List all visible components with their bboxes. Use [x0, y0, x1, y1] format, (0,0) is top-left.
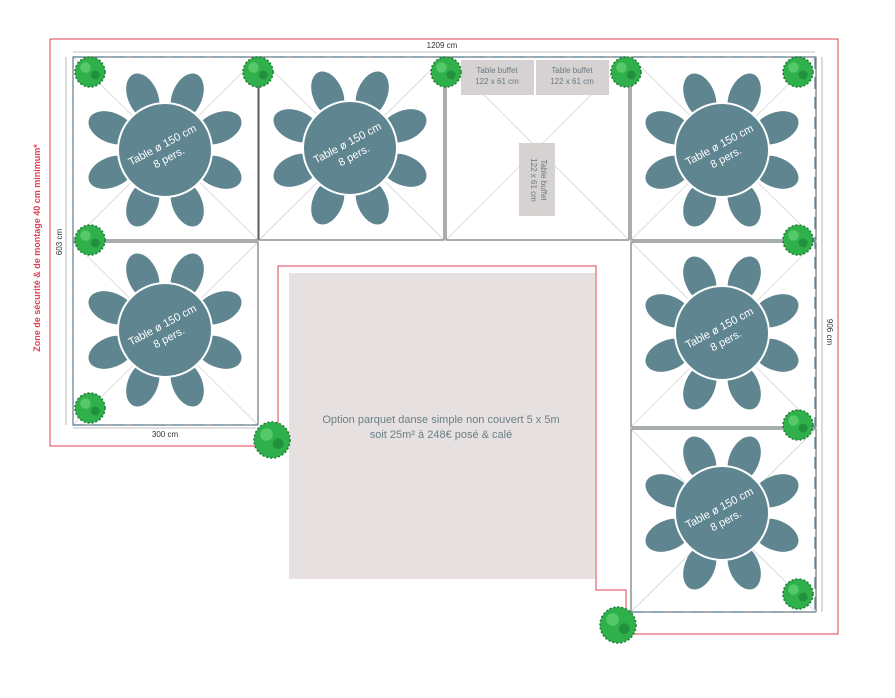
plant-icon — [782, 56, 814, 88]
plant-icon — [599, 606, 637, 644]
plant-icon — [74, 56, 106, 88]
buffet-label-line1: Table buffet — [551, 66, 593, 75]
dance-floor — [289, 273, 595, 579]
dance-floor-label-line2: soit 25m² à 248€ posé & calé — [370, 429, 512, 441]
buffet-label-line2: 122 x 61 cm — [475, 77, 519, 86]
plant-icon — [74, 224, 106, 256]
round-table-group: Table ø 150 cm8 pers. — [645, 73, 799, 227]
plant-icon — [430, 56, 462, 88]
round-table-group: Table ø 150 cm8 pers. — [645, 436, 799, 590]
round-table — [674, 285, 770, 381]
round-table-group: Table ø 150 cm8 pers. — [273, 71, 427, 225]
left-height-dimension-label: 603 cm — [55, 229, 64, 256]
plant-icon — [782, 224, 814, 256]
round-table-group: Table ø 150 cm8 pers. — [88, 253, 242, 407]
plant-icon — [782, 578, 814, 610]
width-dimension-label: 1209 cm — [427, 41, 458, 50]
buffet-label-line1: Table buffet — [476, 66, 518, 75]
module-width-dimension-label: 300 cm — [152, 430, 179, 439]
buffet-label-line2: 122 x 61 cm — [550, 77, 594, 86]
buffet-label-line1: Table buffet — [539, 159, 548, 201]
plant-icon — [610, 56, 642, 88]
round-table-group: Table ø 150 cm8 pers. — [88, 73, 242, 227]
plant-icon — [253, 421, 291, 459]
plant-icon — [242, 56, 274, 88]
buffet-label-line2: 122 x 61 cm — [529, 158, 538, 202]
round-table — [674, 465, 770, 561]
safety-zone-label: Zone de sécurité & de montage 40 cm mini… — [32, 144, 42, 352]
buffet-table — [536, 60, 609, 95]
dance-floor-red-border — [278, 265, 597, 590]
round-table — [117, 282, 213, 378]
round-table-group: Table ø 150 cm8 pers. — [645, 256, 799, 410]
plant-icon — [74, 392, 106, 424]
buffet-table-vertical — [519, 143, 555, 216]
round-table — [117, 102, 213, 198]
plant-icon — [782, 409, 814, 441]
dance-floor-label-line1: Option parquet danse simple non couvert … — [322, 414, 559, 426]
round-table — [302, 100, 398, 196]
buffet-table — [461, 60, 534, 95]
round-table — [674, 102, 770, 198]
right-height-dimension-label: 906 cm — [825, 319, 834, 346]
